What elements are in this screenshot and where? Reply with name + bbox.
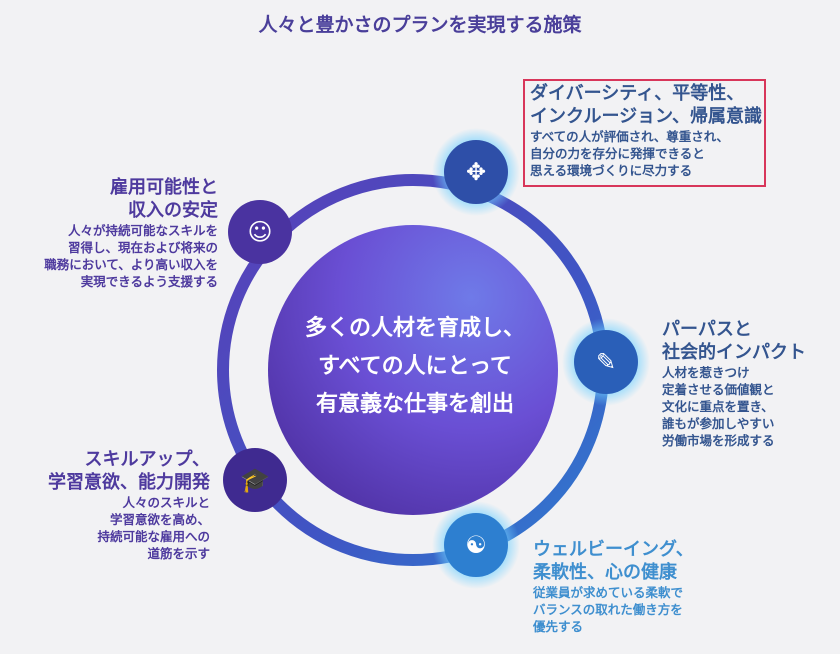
node-purpose: [574, 330, 638, 394]
graduation-laptop-icon: 🎓: [240, 466, 270, 494]
item-heading: 学習意欲、能力開発: [48, 472, 210, 493]
item-diversity: ダイバーシティ、平等性、 インクルージョン、帰属意識 すべての人が評価され、尊重…: [530, 82, 762, 179]
item-desc: 職務において、より高い収入を: [44, 257, 218, 272]
item-heading: パーパスと: [662, 319, 752, 340]
center-line: 多くの人材を育成し、: [304, 316, 525, 341]
item-desc: 人材を惹きつけ: [662, 365, 750, 380]
item-heading: インクルージョン、帰属意識: [530, 106, 763, 127]
item-desc: 労働市場を形成する: [662, 433, 775, 448]
item-skillup: スキルアップ、 学習意欲、能力開発 人々のスキルと 学習意欲を高め、 持続可能な…: [48, 448, 210, 562]
page-title: 人々と豊かさのプランを実現する施策: [258, 14, 582, 36]
item-heading: 柔軟性、心の健康: [533, 562, 677, 583]
item-purpose: パーパスと 社会的インパクト 人材を惹きつけ 定着させる価値観と 文化に重点を置…: [662, 318, 806, 449]
item-desc: 優先する: [533, 619, 584, 634]
node-diversity: [444, 140, 508, 204]
item-desc: バランスの取れた働き方を: [533, 602, 683, 617]
center-circle: [268, 225, 558, 515]
item-employability: 雇用可能性と 収入の安定 人々が持続可能なスキルを 習得し、現在および将来の 職…: [44, 176, 218, 290]
people-group-icon: ☺: [247, 218, 273, 246]
item-desc: 人々が持続可能なスキルを: [67, 223, 218, 238]
item-desc: 文化に重点を置き、: [662, 399, 774, 414]
item-heading: 収入の安定: [128, 200, 218, 221]
hands-circle-icon: ✥: [465, 158, 487, 186]
node-skillup: [223, 448, 287, 512]
pen-icon: ✎: [595, 348, 617, 376]
item-heading: ウェルビーイング、: [533, 539, 694, 560]
item-desc: 誰もが参加しやすい: [662, 416, 775, 431]
item-heading: 社会的インパクト: [662, 342, 806, 363]
item-desc: 従業員が求めている柔軟で: [533, 585, 684, 600]
item-desc: 自分の力を存分に発揮できると: [530, 146, 705, 161]
item-desc: 持続可能な雇用への: [97, 529, 210, 544]
item-wellbeing: ウェルビーイング、 柔軟性、心の健康 従業員が求めている柔軟で バランスの取れた…: [533, 538, 694, 635]
meditation-icon: ☯: [465, 531, 487, 559]
highlight-box: [523, 79, 766, 187]
node-employability: [228, 200, 292, 264]
item-heading: スキルアップ、: [84, 449, 210, 470]
item-desc: 思える環境づくりに尽力する: [530, 163, 693, 178]
item-desc: 定着させる価値観と: [662, 382, 775, 397]
node-wellbeing: [444, 513, 508, 577]
item-desc: 習得し、現在および将来の: [67, 240, 218, 255]
item-desc: 人々のスキルと: [122, 495, 210, 510]
item-desc: 道筋を示す: [147, 546, 210, 561]
item-desc: すべての人が評価され、尊重され、: [530, 129, 729, 144]
center-line: すべての人にとって: [318, 354, 512, 379]
item-desc: 実現できるよう支援する: [80, 274, 218, 289]
center-line: 有意義な仕事を創出: [315, 392, 514, 417]
item-heading: 雇用可能性と: [110, 177, 218, 198]
item-heading: ダイバーシティ、平等性、: [530, 83, 745, 104]
center-text: 多くの人材を育成し、 すべての人にとって 有意義な仕事を創出: [270, 310, 560, 424]
item-desc: 学習意欲を高め、: [109, 512, 210, 527]
